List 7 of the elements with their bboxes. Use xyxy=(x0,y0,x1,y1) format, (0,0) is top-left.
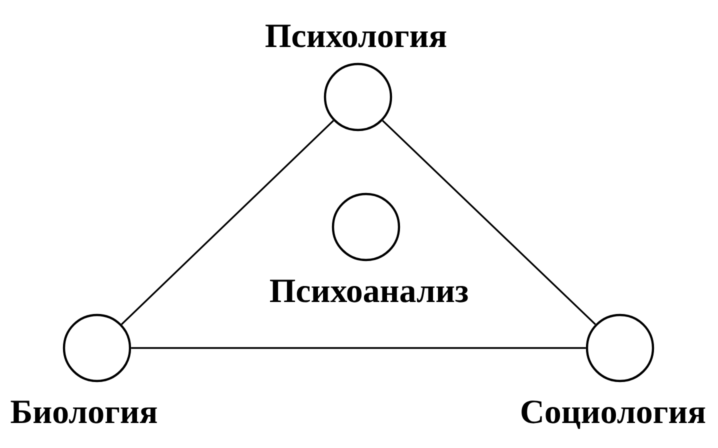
node-label: Биология xyxy=(10,400,157,424)
connector-line xyxy=(121,120,334,325)
node-label: Социология xyxy=(522,400,706,429)
connector-line xyxy=(131,347,586,349)
node-label: Психоанализ xyxy=(270,280,468,302)
connector-line xyxy=(382,120,596,326)
node-label: Психология xyxy=(266,24,446,48)
